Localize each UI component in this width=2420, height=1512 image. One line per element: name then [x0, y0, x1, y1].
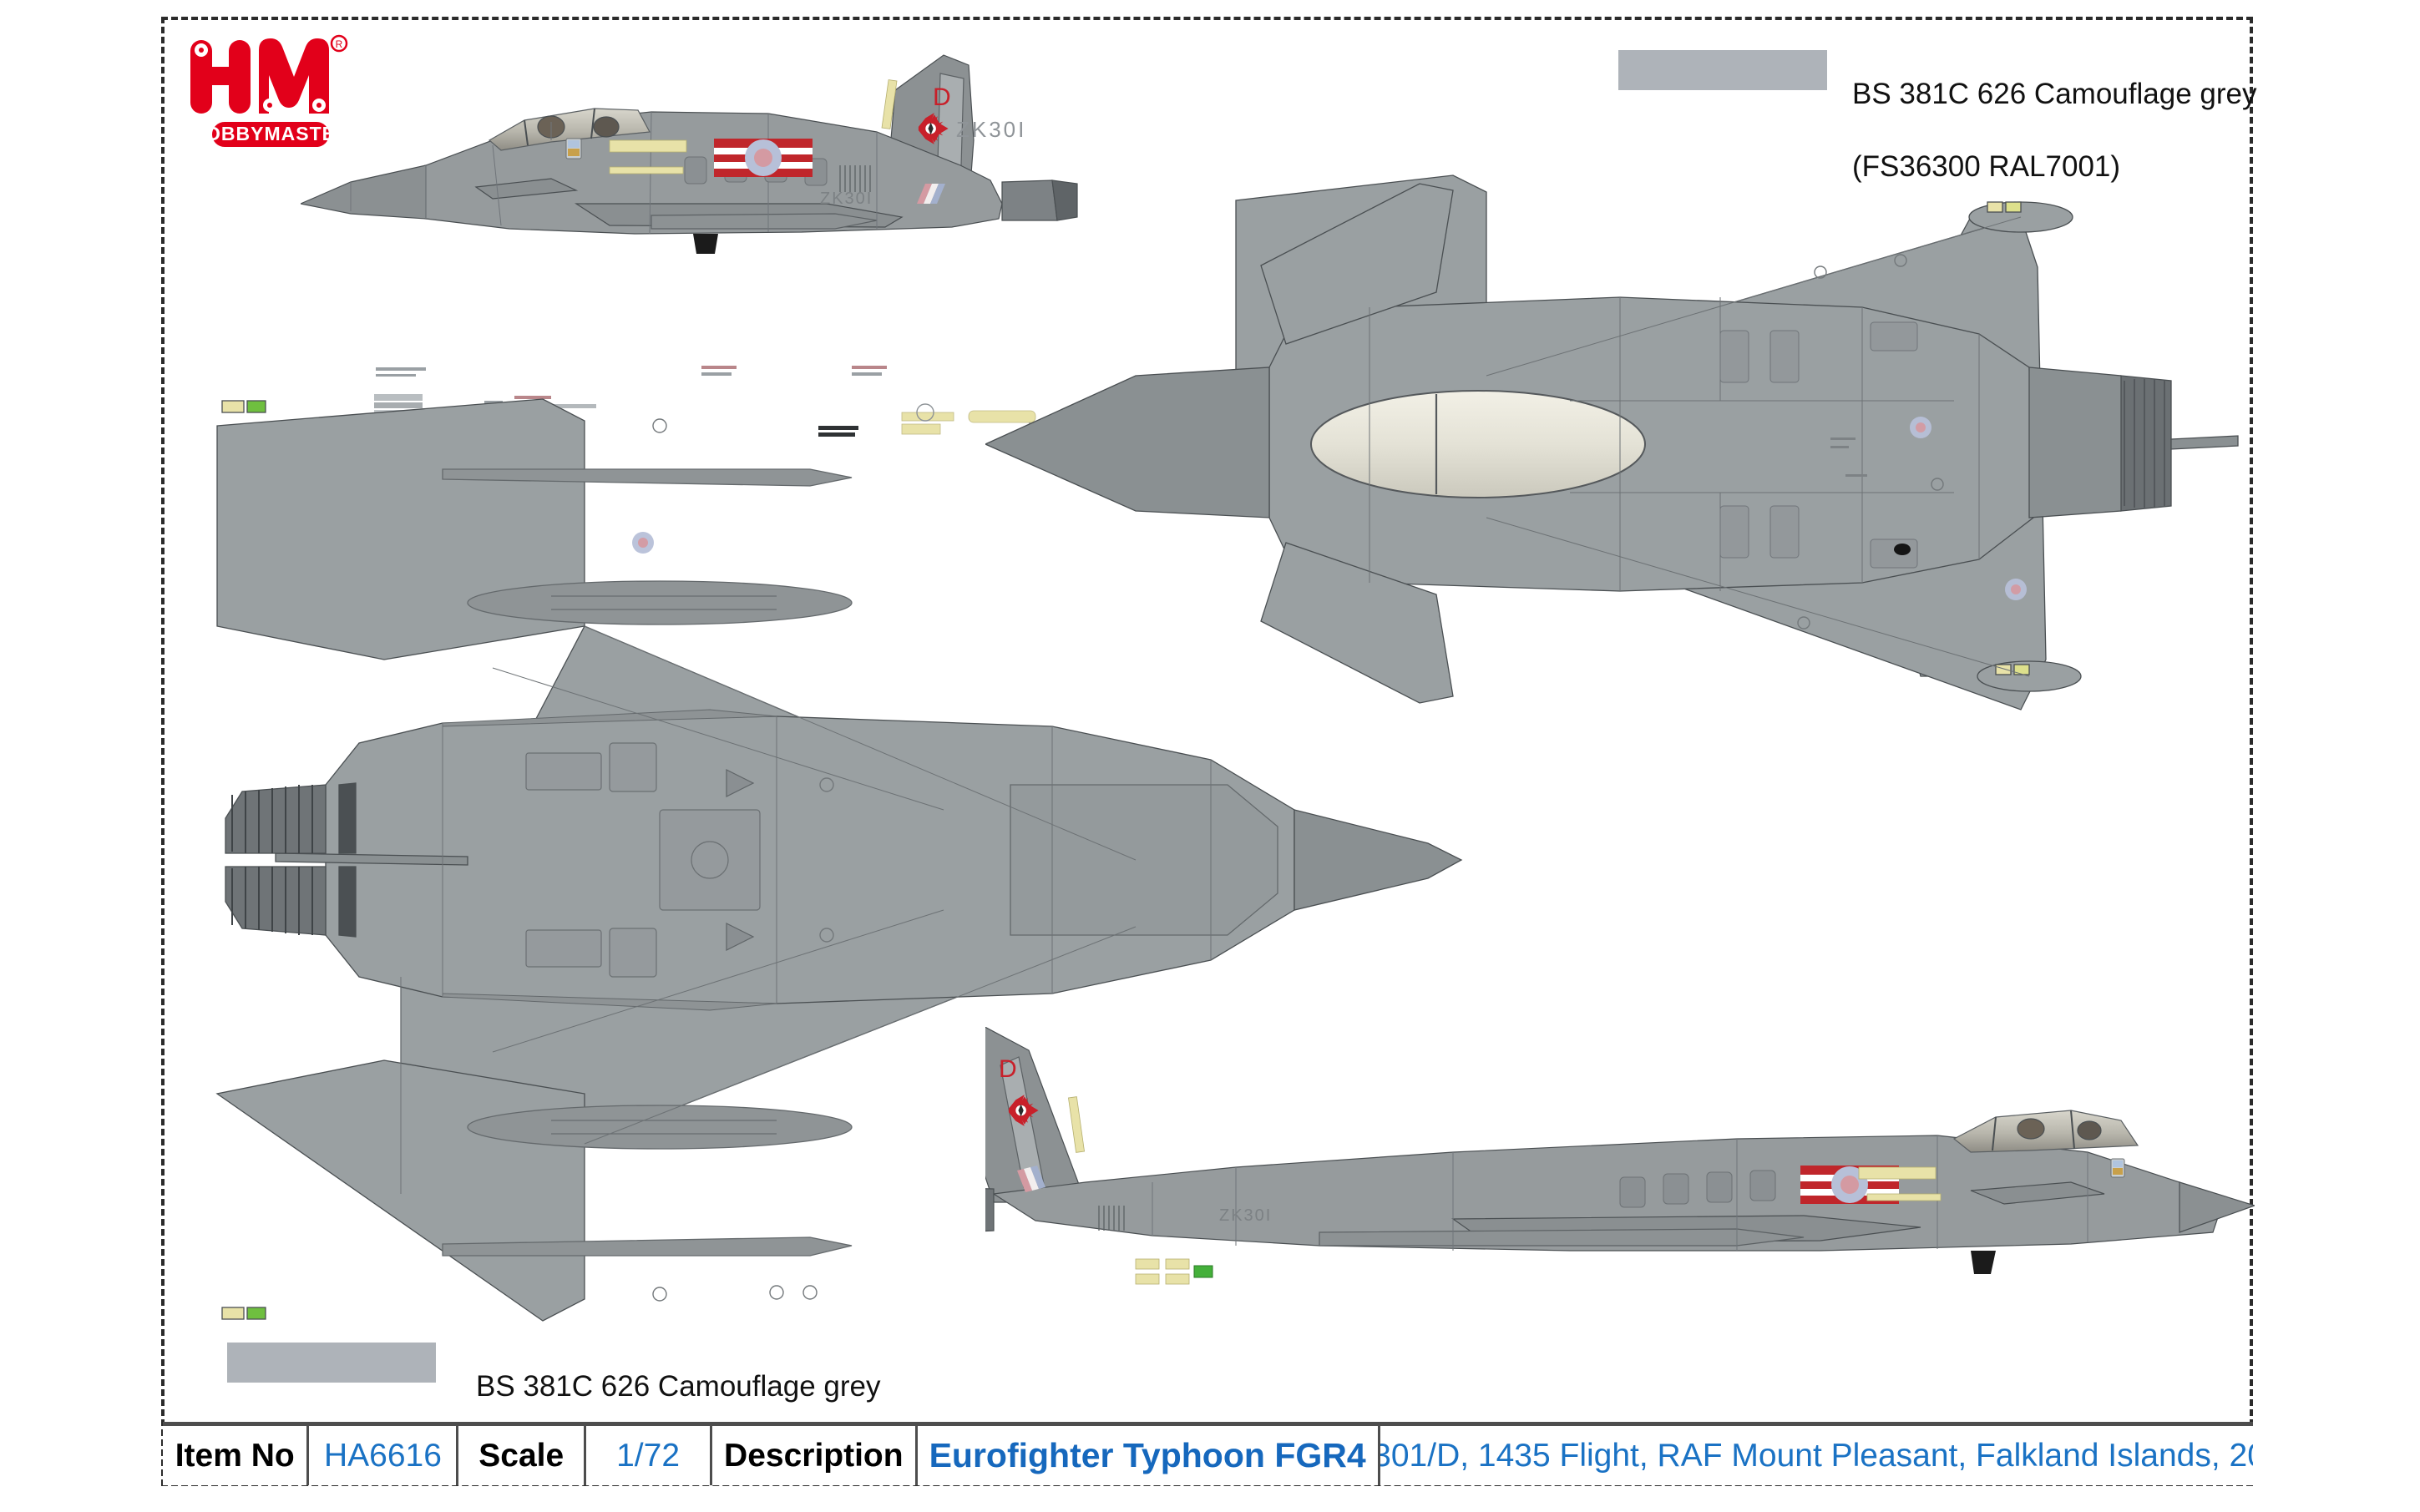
color-swatch-top [1618, 50, 1827, 90]
raf-roundel-side-top [714, 139, 813, 177]
color-callout-bottom-line1: BS 381C 626 Camouflage grey [476, 1369, 881, 1403]
color-callout-top-line2: (FS36300 RAL7001) [1852, 150, 2121, 184]
variant-value: ZK301/D, 1435 Flight, RAF Mount Pleasant… [1380, 1437, 2253, 1474]
hobbymaster-logo: R HOBBYMASTER [182, 25, 350, 154]
aircraft-plan-view-top [984, 125, 2255, 1044]
aircraft-side-profile-bottom: D ZK30I [926, 1023, 2256, 1378]
aircraft-plan-view-bottom [192, 392, 1495, 1327]
unit-shield-side-top [565, 138, 582, 159]
tail-code-letter: D [933, 83, 951, 111]
raf-roundel-plan-top-a [1910, 417, 1931, 438]
scale-value: 1/72 [616, 1437, 681, 1474]
stencil-strips-side-bottom [1068, 1096, 1942, 1285]
plan-top-stencils [1830, 437, 1867, 477]
color-callout-top: BS 381C 626 Camouflage grey (FS36300 RAL… [1852, 39, 2286, 222]
cell-description-value: Eurofighter Typhoon FGR4 [918, 1426, 1380, 1485]
cell-scale-label: Scale [458, 1426, 587, 1485]
cell-item-no-label: Item No [163, 1426, 310, 1485]
decal-serial-text: ZK30I [956, 117, 1027, 142]
fuselage-serial-side-bottom: ZK30I [1219, 1206, 1272, 1225]
fin-flash-side-bottom [1017, 1166, 1045, 1192]
unit-shield-side-bottom [2110, 1158, 2125, 1178]
item-no-value: HA6616 [323, 1437, 442, 1474]
scale-label: Scale [478, 1437, 564, 1474]
raf-roundel-plan-bottom [632, 532, 654, 554]
color-callout-top-line1: BS 381C 626 Camouflage grey [1852, 77, 2257, 110]
logo-wordmark: HOBBYMASTER [190, 123, 349, 144]
aircraft-side-profile-top: D ZK30I [299, 40, 1603, 407]
raf-roundel-plan-top-b [2005, 579, 2027, 600]
specification-table: Item No HA6616 Scale 1/72 Description Eu… [163, 1422, 2253, 1485]
cell-variant-value: ZK301/D, 1435 Flight, RAF Mount Pleasant… [1380, 1426, 2253, 1485]
squadron-badge-side-bottom [1008, 1095, 1039, 1126]
cell-item-no-value: HA6616 [309, 1426, 459, 1485]
description-label: Description [724, 1437, 904, 1474]
cell-scale-value: 1/72 [586, 1426, 713, 1485]
hobbymaster-logo-icon: R HOBBYMASTER [190, 34, 350, 147]
item-no-label: Item No [175, 1437, 295, 1474]
svg-text:R: R [336, 38, 343, 50]
squadron-badge-side-top [918, 113, 949, 144]
tail-code-letter-bottom: D [999, 1055, 1017, 1083]
color-swatch-bottom [227, 1343, 436, 1383]
stencil-strips-side-top [609, 79, 898, 174]
cell-description-label: Description [712, 1426, 918, 1485]
description-value: Eurofighter Typhoon FGR4 [929, 1436, 1366, 1474]
fin-flash-side-top [917, 184, 945, 204]
fuselage-serial-side-top: ZK30I [820, 190, 873, 208]
